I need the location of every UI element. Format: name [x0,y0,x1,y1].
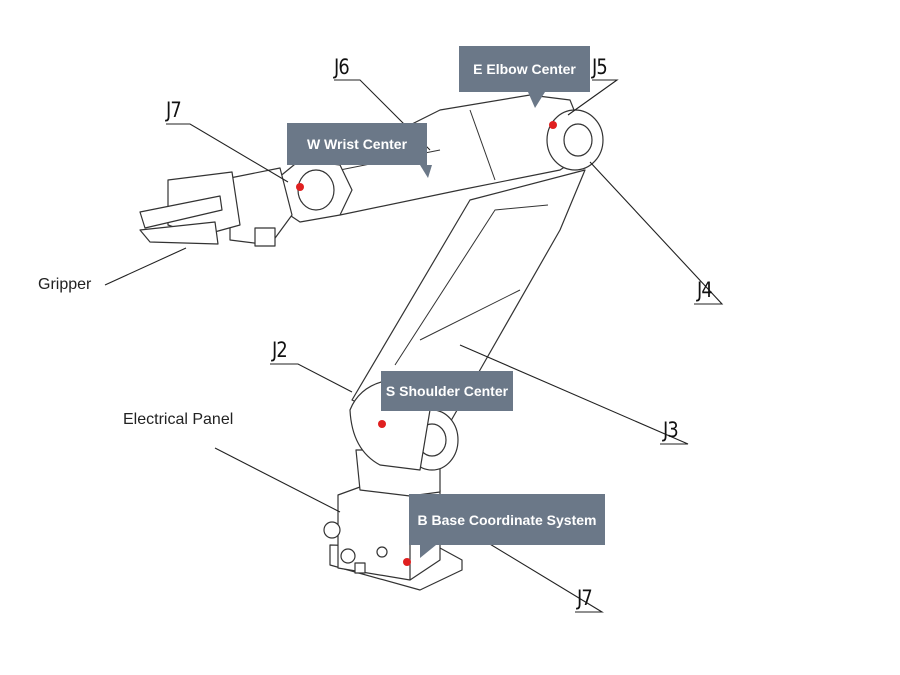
joint-label-j6: J6 [334,55,350,79]
leader-j5 [567,79,619,116]
wrist-center-callout: W Wrist Center [287,123,427,165]
joint-label-j5: J5 [592,55,608,79]
elbow-center-point [549,121,557,129]
shoulder-center-callout: S Shoulder Center [381,371,513,411]
wrist-center-point [296,183,304,191]
shoulder-center-point [378,420,386,428]
base-coordinate-callout: B Base Coordinate System [409,494,605,545]
joint-label-j7-bottom: J7 [577,586,593,610]
leader-j7-bottom [469,531,604,613]
base-origin-point [403,558,411,566]
gripper-finger-upper [139,195,223,229]
leader-gripper [104,247,187,286]
leader-j7-top [166,123,289,183]
leader-j2 [270,363,353,393]
leader-j3 [459,344,689,445]
joint-label-j4: J4 [697,278,713,302]
gripper-label: Gripper [38,276,92,293]
electrical-panel-label: Electrical Panel [123,411,234,428]
leader-j4 [589,161,724,305]
joint-label-j2: J2 [272,338,288,362]
joint-label-j7-top: J7 [166,98,182,122]
elbow-center-callout: E Elbow Center [459,46,590,92]
gripper-body [229,167,293,246]
leader-electrical-panel [214,447,341,513]
gripper-finger-lower [139,221,219,245]
joint-label-j3: J3 [663,418,679,442]
